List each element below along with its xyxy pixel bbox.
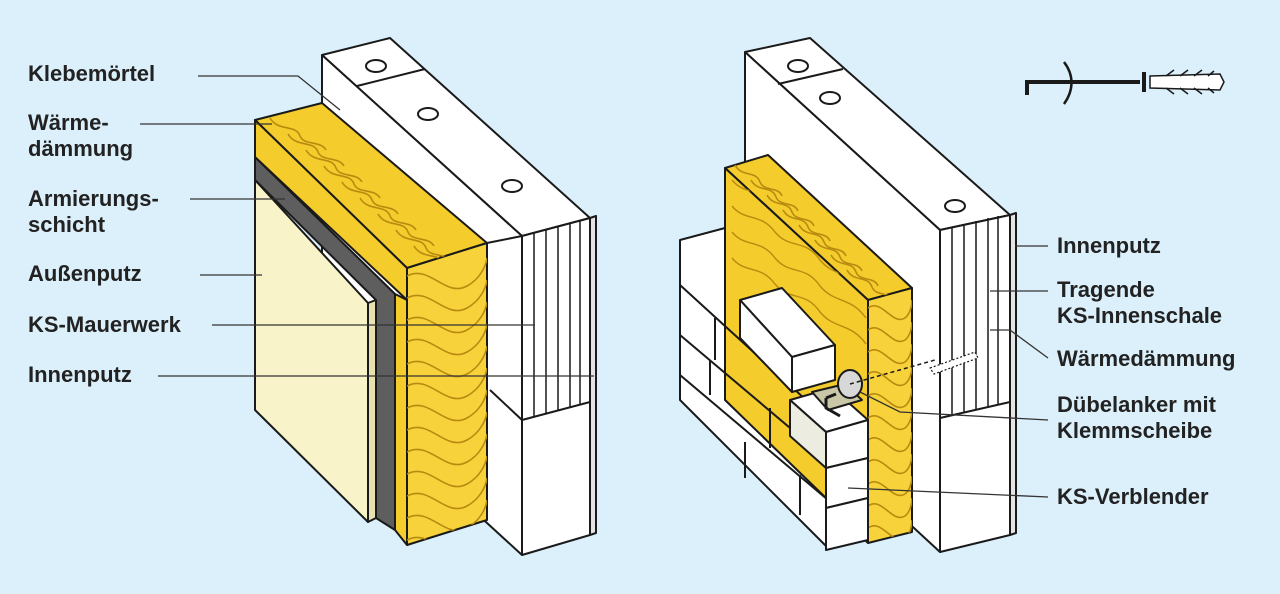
label-innenputz-right: Innenputz <box>1057 233 1161 259</box>
label-line: Innenputz <box>1057 233 1161 258</box>
leader-lines <box>140 75 1049 498</box>
label-waermedaemmung-right: Wärmedämmung <box>1057 346 1235 372</box>
label-line: Armierungs- <box>28 186 159 211</box>
right-insulation-top-fibers <box>734 164 895 300</box>
label-line: dämmung <box>28 136 134 161</box>
right-wall <box>679 37 1017 553</box>
label-klebemoertel: Klebemörtel <box>28 61 155 87</box>
anchor-icon <box>1025 61 1225 105</box>
left-insulation-top-fibers <box>269 117 487 268</box>
label-line: Klemmscheibe <box>1057 418 1213 443</box>
label-line: Innenputz <box>28 362 132 387</box>
label-line: Dübelanker mit <box>1057 392 1216 417</box>
label-waermedaemmung-left: Wärme-dämmung <box>28 110 133 162</box>
label-line: Tragende <box>1057 277 1155 302</box>
label-line: KS-Verblender <box>1057 484 1209 509</box>
label-line: schicht <box>28 212 106 237</box>
left-outer-plaster <box>254 179 377 523</box>
left-wall <box>254 37 597 556</box>
wall-anchor <box>824 351 979 418</box>
label-aussenputz: Außenputz <box>28 261 142 287</box>
left-insulation-front-fibers <box>407 257 487 545</box>
right-insulation-front-fibers <box>868 299 912 541</box>
label-ks-mauerwerk: KS-Mauerwerk <box>28 312 181 338</box>
label-line: KS-Innenschale <box>1057 303 1223 328</box>
label-line: Klebemörtel <box>28 61 156 86</box>
right-ks-facing-bricks <box>679 227 869 551</box>
label-armierungsschicht: Armierungs-schicht <box>28 186 159 238</box>
label-line: Wärmedämmung <box>1057 346 1236 371</box>
label-innenputz-left: Innenputz <box>28 362 132 388</box>
label-line: Wärme- <box>28 110 109 135</box>
label-ks-verblender: KS-Verblender <box>1057 484 1209 510</box>
left-insulation <box>254 102 488 546</box>
label-line: KS-Mauerwerk <box>28 312 181 337</box>
label-line: Außenputz <box>28 261 142 286</box>
